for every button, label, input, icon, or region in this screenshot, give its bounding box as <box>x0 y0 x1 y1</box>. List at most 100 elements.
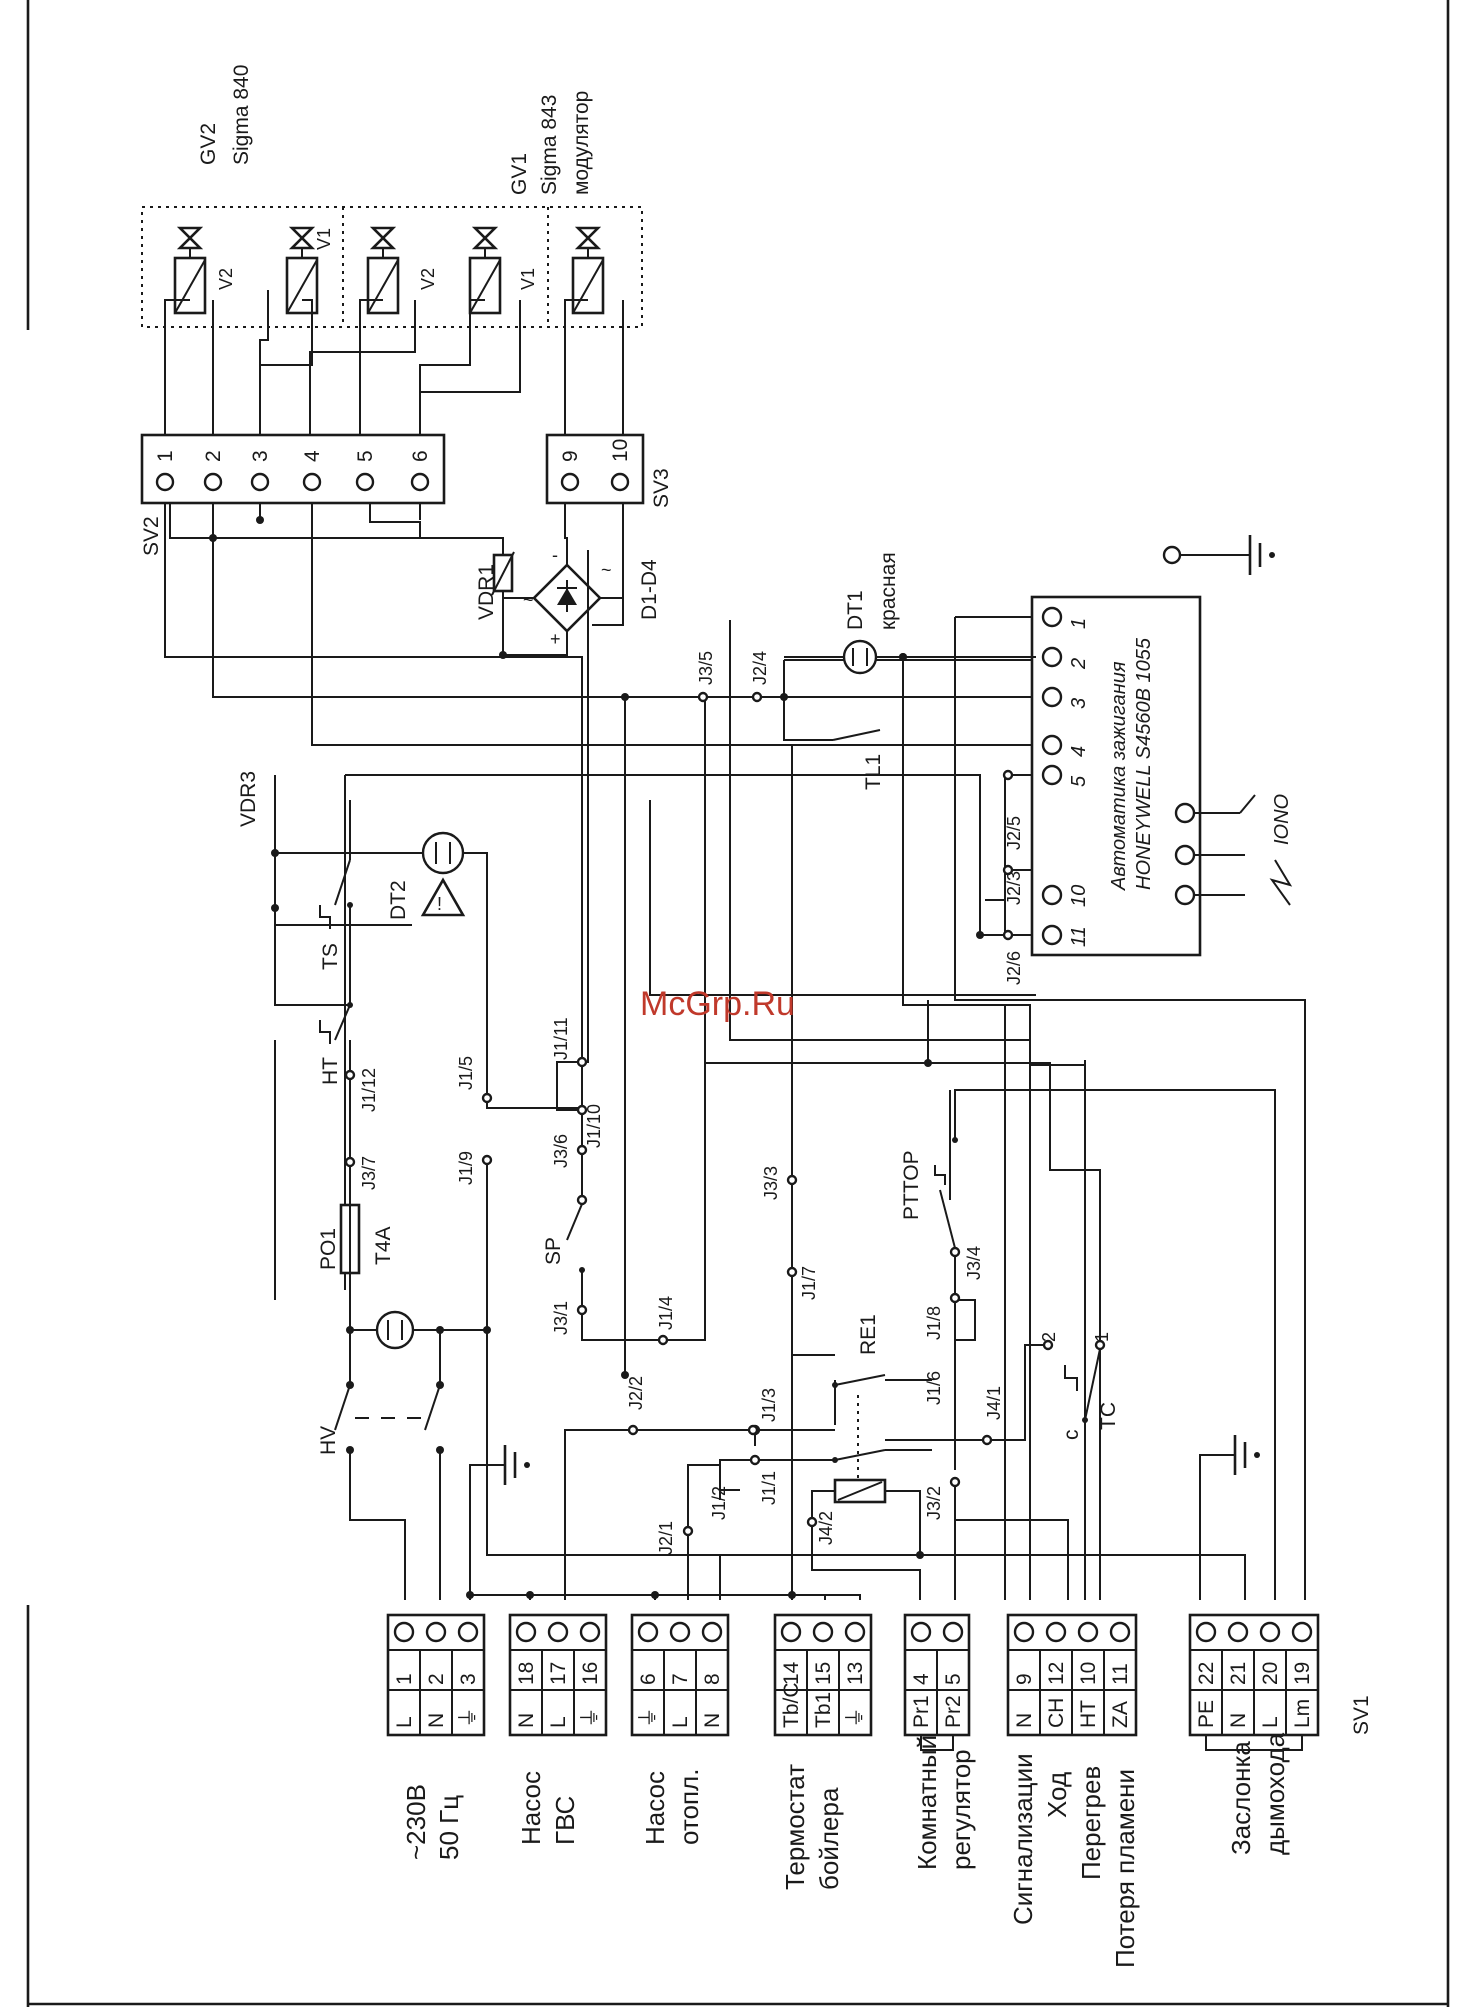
tc-label: TC <box>1097 1402 1120 1430</box>
terminal-pin-number: 3 <box>457 1673 480 1685</box>
terminal-pin-function: L <box>547 1716 570 1728</box>
sv2-pin-1 <box>155 472 175 492</box>
gv2-label-rotated: GV2 <box>197 123 220 165</box>
room-reg-label-1: Комнатный <box>912 1735 942 1870</box>
iono-label: IONO <box>1271 794 1293 845</box>
terminal-pin-16 <box>579 1621 601 1643</box>
ground-top-right <box>1162 535 1275 575</box>
ignition-pin-label: 11 <box>1068 926 1090 947</box>
terminal-pin-4 <box>910 1621 932 1643</box>
dt1-indicator: DT1 красная <box>784 552 1036 675</box>
terminal-pin-function: ⏚ <box>457 1707 480 1728</box>
terminal-pin-2 <box>425 1621 447 1643</box>
sv3-pin-label: 9 <box>559 450 582 462</box>
terminal-pin-19 <box>1291 1621 1313 1643</box>
tc-pin-1: 1 <box>1092 1332 1112 1342</box>
terminal-pin-number: 21 <box>1227 1662 1250 1685</box>
gv1-v2-label: V2 <box>418 268 438 290</box>
sp-chain: J1/11 J1/10 J3/6 SP J3/1 J1/4 <box>542 1005 706 1346</box>
ptt-chain: PTTOP J3/4 J1/8 J1/6 J3/2 <box>900 1089 1276 1600</box>
j1-12-label: J1/12 <box>359 1068 379 1112</box>
re1-relay: RE1 J1/2 J1/1 J4/2 <box>709 1314 932 1600</box>
sv3-label: SV3 <box>650 468 673 508</box>
gv2-model: Sigma 840 <box>230 65 253 165</box>
terminal-pin-number: 8 <box>701 1673 724 1685</box>
svg-text:-: - <box>552 545 558 565</box>
sv2-pin-label: 2 <box>202 450 225 462</box>
gv2-v1-label: V1 <box>314 228 334 250</box>
gv1-v1-label: V1 <box>518 268 538 290</box>
j3-6-label: J3/6 <box>551 1134 571 1168</box>
terminal-pin-10 <box>1077 1621 1099 1643</box>
terminal-pin-number: 5 <box>942 1673 965 1685</box>
terminal-pin-21 <box>1227 1621 1249 1643</box>
terminal-pin-function: N <box>425 1713 448 1728</box>
gv2-coil-v1 <box>285 226 319 315</box>
terminal-pin-number: 12 <box>1045 1662 1068 1685</box>
vdr1-label: VDR1 <box>475 564 498 620</box>
gv2-v2-label: V2 <box>216 268 236 290</box>
terminal-pin-function: Tb1 <box>812 1692 835 1728</box>
gv2-coil-v2 <box>173 226 207 315</box>
ignition-jumpers: J2/5 J2/3 J2/6 J3/5 J2/4 <box>696 651 1024 985</box>
hv-label: HV <box>317 1426 340 1455</box>
sv2-pin-label: 6 <box>409 450 432 462</box>
tc-c-label: c <box>1060 1430 1083 1441</box>
terminal-pin-number: 2 <box>425 1673 448 1685</box>
po1-label: PO1 <box>317 1228 340 1270</box>
ground-bottom <box>1199 1435 1260 1600</box>
ignition-pin-4 <box>1041 734 1063 756</box>
j3-3-label: J3/3 <box>761 1166 781 1200</box>
j1-11-label: J1/11 <box>551 1017 571 1060</box>
ts-ht-chain: TS HT J1/12 J3/7 <box>274 800 379 1190</box>
j3-5-label: J3/5 <box>696 651 716 685</box>
j3-1-label: J3/1 <box>551 1301 571 1335</box>
terminal-pin-number: 4 <box>910 1673 933 1685</box>
sv2-pin-6 <box>410 472 430 492</box>
sv2-pin-label: 3 <box>249 450 272 462</box>
terminal-pin-function: HT <box>1077 1700 1100 1728</box>
terminal-pin-5 <box>942 1621 964 1643</box>
terminal-pin-17 <box>547 1621 569 1643</box>
dhw-pump-label-2: ГВС <box>550 1796 580 1845</box>
terminal-pin-3 <box>457 1621 479 1643</box>
hv-switch: HV <box>317 1330 444 1600</box>
sv2-pin-5 <box>355 472 375 492</box>
terminal-pin-12 <box>1045 1621 1067 1643</box>
dhw-pump-feed: J2/2 J1/3 <box>564 1376 835 1600</box>
terminal-pin-function: ⏚ <box>579 1707 602 1728</box>
sv2-pin-label: 5 <box>354 450 377 462</box>
terminal-pin-number: 9 <box>1013 1673 1036 1685</box>
ignition-title: Автоматика зажигания <box>1108 661 1130 891</box>
terminal-pin-function: N <box>701 1713 724 1728</box>
j1-7-label: J1/7 <box>799 1266 819 1300</box>
terminal-pin-number: 10 <box>1077 1662 1100 1685</box>
terminal-blocks: 1L2N3⏚18N17L16⏚6⏚7L8N14Tb/C15Tb113⏚4Pr15… <box>386 1613 1320 1751</box>
terminal-pin-13 <box>844 1621 866 1643</box>
j2-1-label: J2/1 <box>656 1521 676 1555</box>
heat-pump-label-2: отопл. <box>674 1769 704 1845</box>
heat-pump-label-1: Насос <box>640 1771 670 1845</box>
terminal-pin-22 <box>1195 1621 1217 1643</box>
terminal-pin-1 <box>393 1621 415 1643</box>
dt1-color: красная <box>877 552 900 630</box>
vdr3-label: VDR3 <box>237 771 260 827</box>
terminal-pin-function: N <box>1227 1713 1250 1728</box>
ignition-pin-10 <box>1041 884 1063 906</box>
sv2-pin-3 <box>250 472 270 492</box>
fuse-po1: PO1 T4A <box>317 1166 395 1330</box>
j1-9-label: J1/9 <box>456 1151 476 1185</box>
j2-5-label: J2/5 <box>1004 816 1024 850</box>
gas-valve-group: GV2 Sigma 840 GV1 Sigma 843 модулятор V2… <box>141 65 643 328</box>
terminal-pin-number: 6 <box>637 1673 660 1685</box>
tc-pin-2: 2 <box>1039 1332 1059 1342</box>
terminal-pin-11 <box>1109 1621 1131 1643</box>
terminal-pin-number: 11 <box>1109 1663 1132 1685</box>
terminal-pin-number: 17 <box>547 1662 570 1685</box>
tl1-label: TL1 <box>862 754 885 790</box>
valve-enclosure <box>141 206 643 328</box>
ignition-pin-5 <box>1041 764 1063 786</box>
